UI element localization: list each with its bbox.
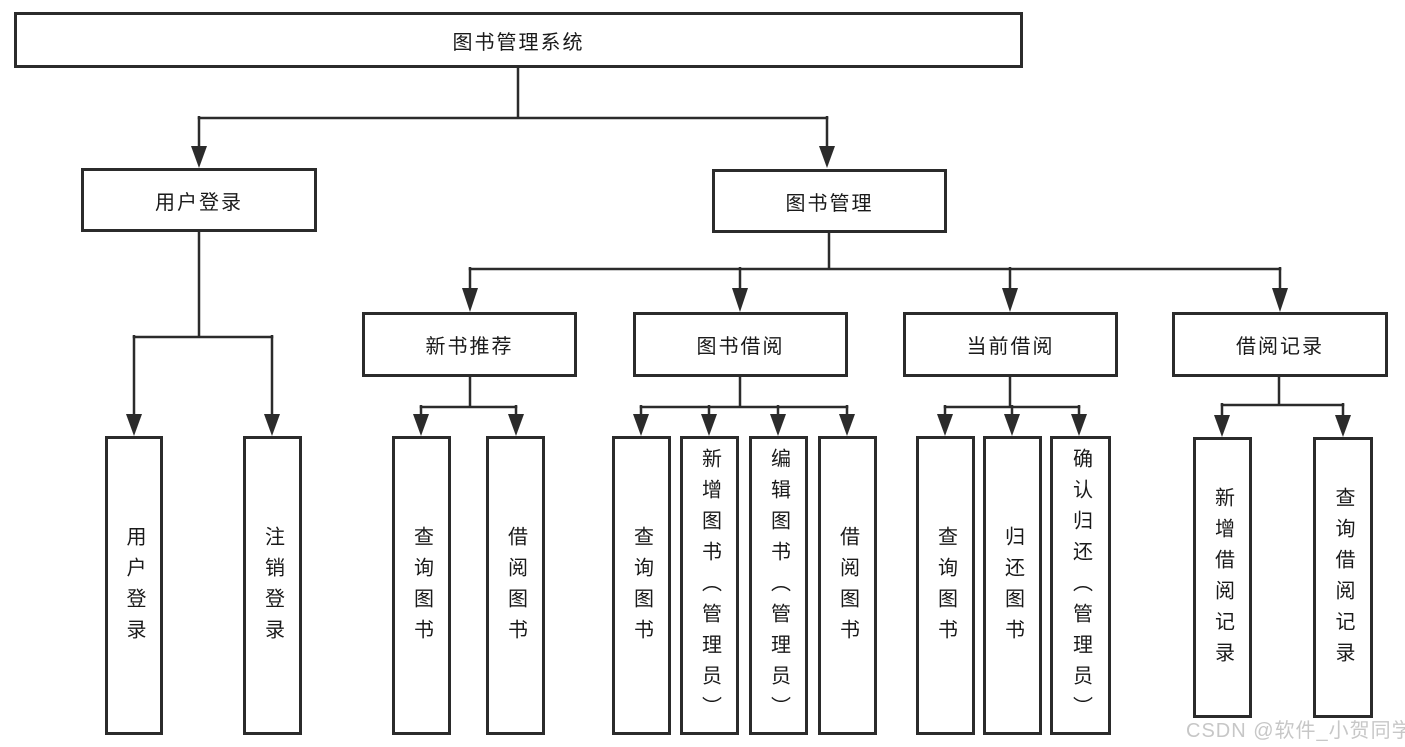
leaf-query-books-2: 查询图书	[612, 436, 671, 735]
node-book-management: 图书管理	[712, 169, 947, 233]
watermark: CSDN @软件_小贺同学	[1186, 720, 1405, 742]
node-root: 图书管理系统	[14, 12, 1023, 68]
node-borrow-records: 借阅记录	[1172, 312, 1388, 377]
leaf-query-books-3: 查询图书	[916, 436, 975, 735]
leaf-query-books-1: 查询图书	[392, 436, 451, 735]
node-new-book-recommend: 新书推荐	[362, 312, 577, 377]
leaf-borrow-books-2: 借阅图书	[818, 436, 877, 735]
leaf-user-login: 用户登录	[105, 436, 163, 735]
leaf-logout: 注销登录	[243, 436, 302, 735]
leaf-query-borrow-record: 查询借阅记录	[1313, 437, 1373, 718]
leaf-add-borrow-record: 新增借阅记录	[1193, 437, 1252, 718]
leaf-return-book: 归还图书	[983, 436, 1042, 735]
leaf-confirm-return-admin: 确认归还（管理员）	[1050, 436, 1111, 735]
leaf-add-book-admin: 新增图书（管理员）	[680, 436, 739, 735]
node-current-borrow: 当前借阅	[903, 312, 1118, 377]
leaf-borrow-books-1: 借阅图书	[486, 436, 545, 735]
leaf-edit-book-admin: 编辑图书（管理员）	[749, 436, 808, 735]
node-book-borrow: 图书借阅	[633, 312, 848, 377]
node-user-login: 用户登录	[81, 168, 317, 232]
